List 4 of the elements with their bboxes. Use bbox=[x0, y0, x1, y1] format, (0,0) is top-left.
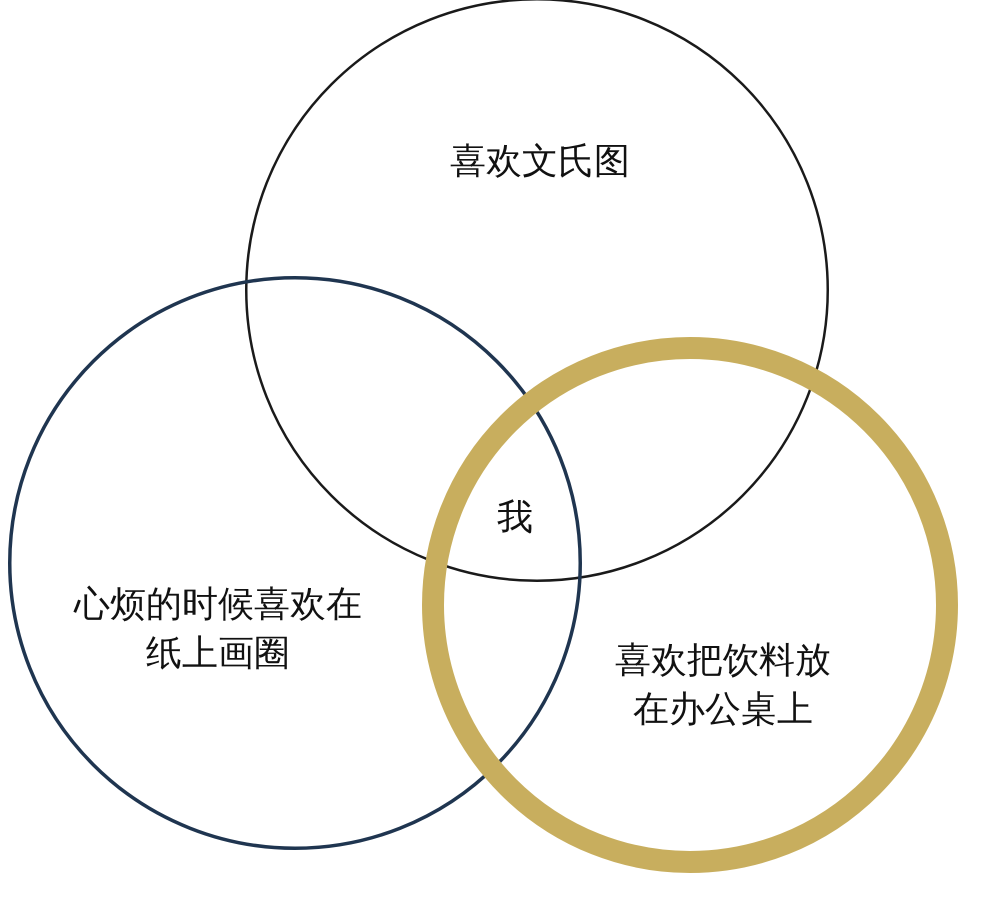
set-label: 喜欢把饮料放在办公桌上 bbox=[614, 639, 832, 732]
set-label: 喜欢文氏图 bbox=[449, 140, 631, 184]
set-label: 心烦的时候喜欢在纸上画圈 bbox=[72, 583, 363, 676]
intersection-label: 我 bbox=[497, 496, 533, 540]
